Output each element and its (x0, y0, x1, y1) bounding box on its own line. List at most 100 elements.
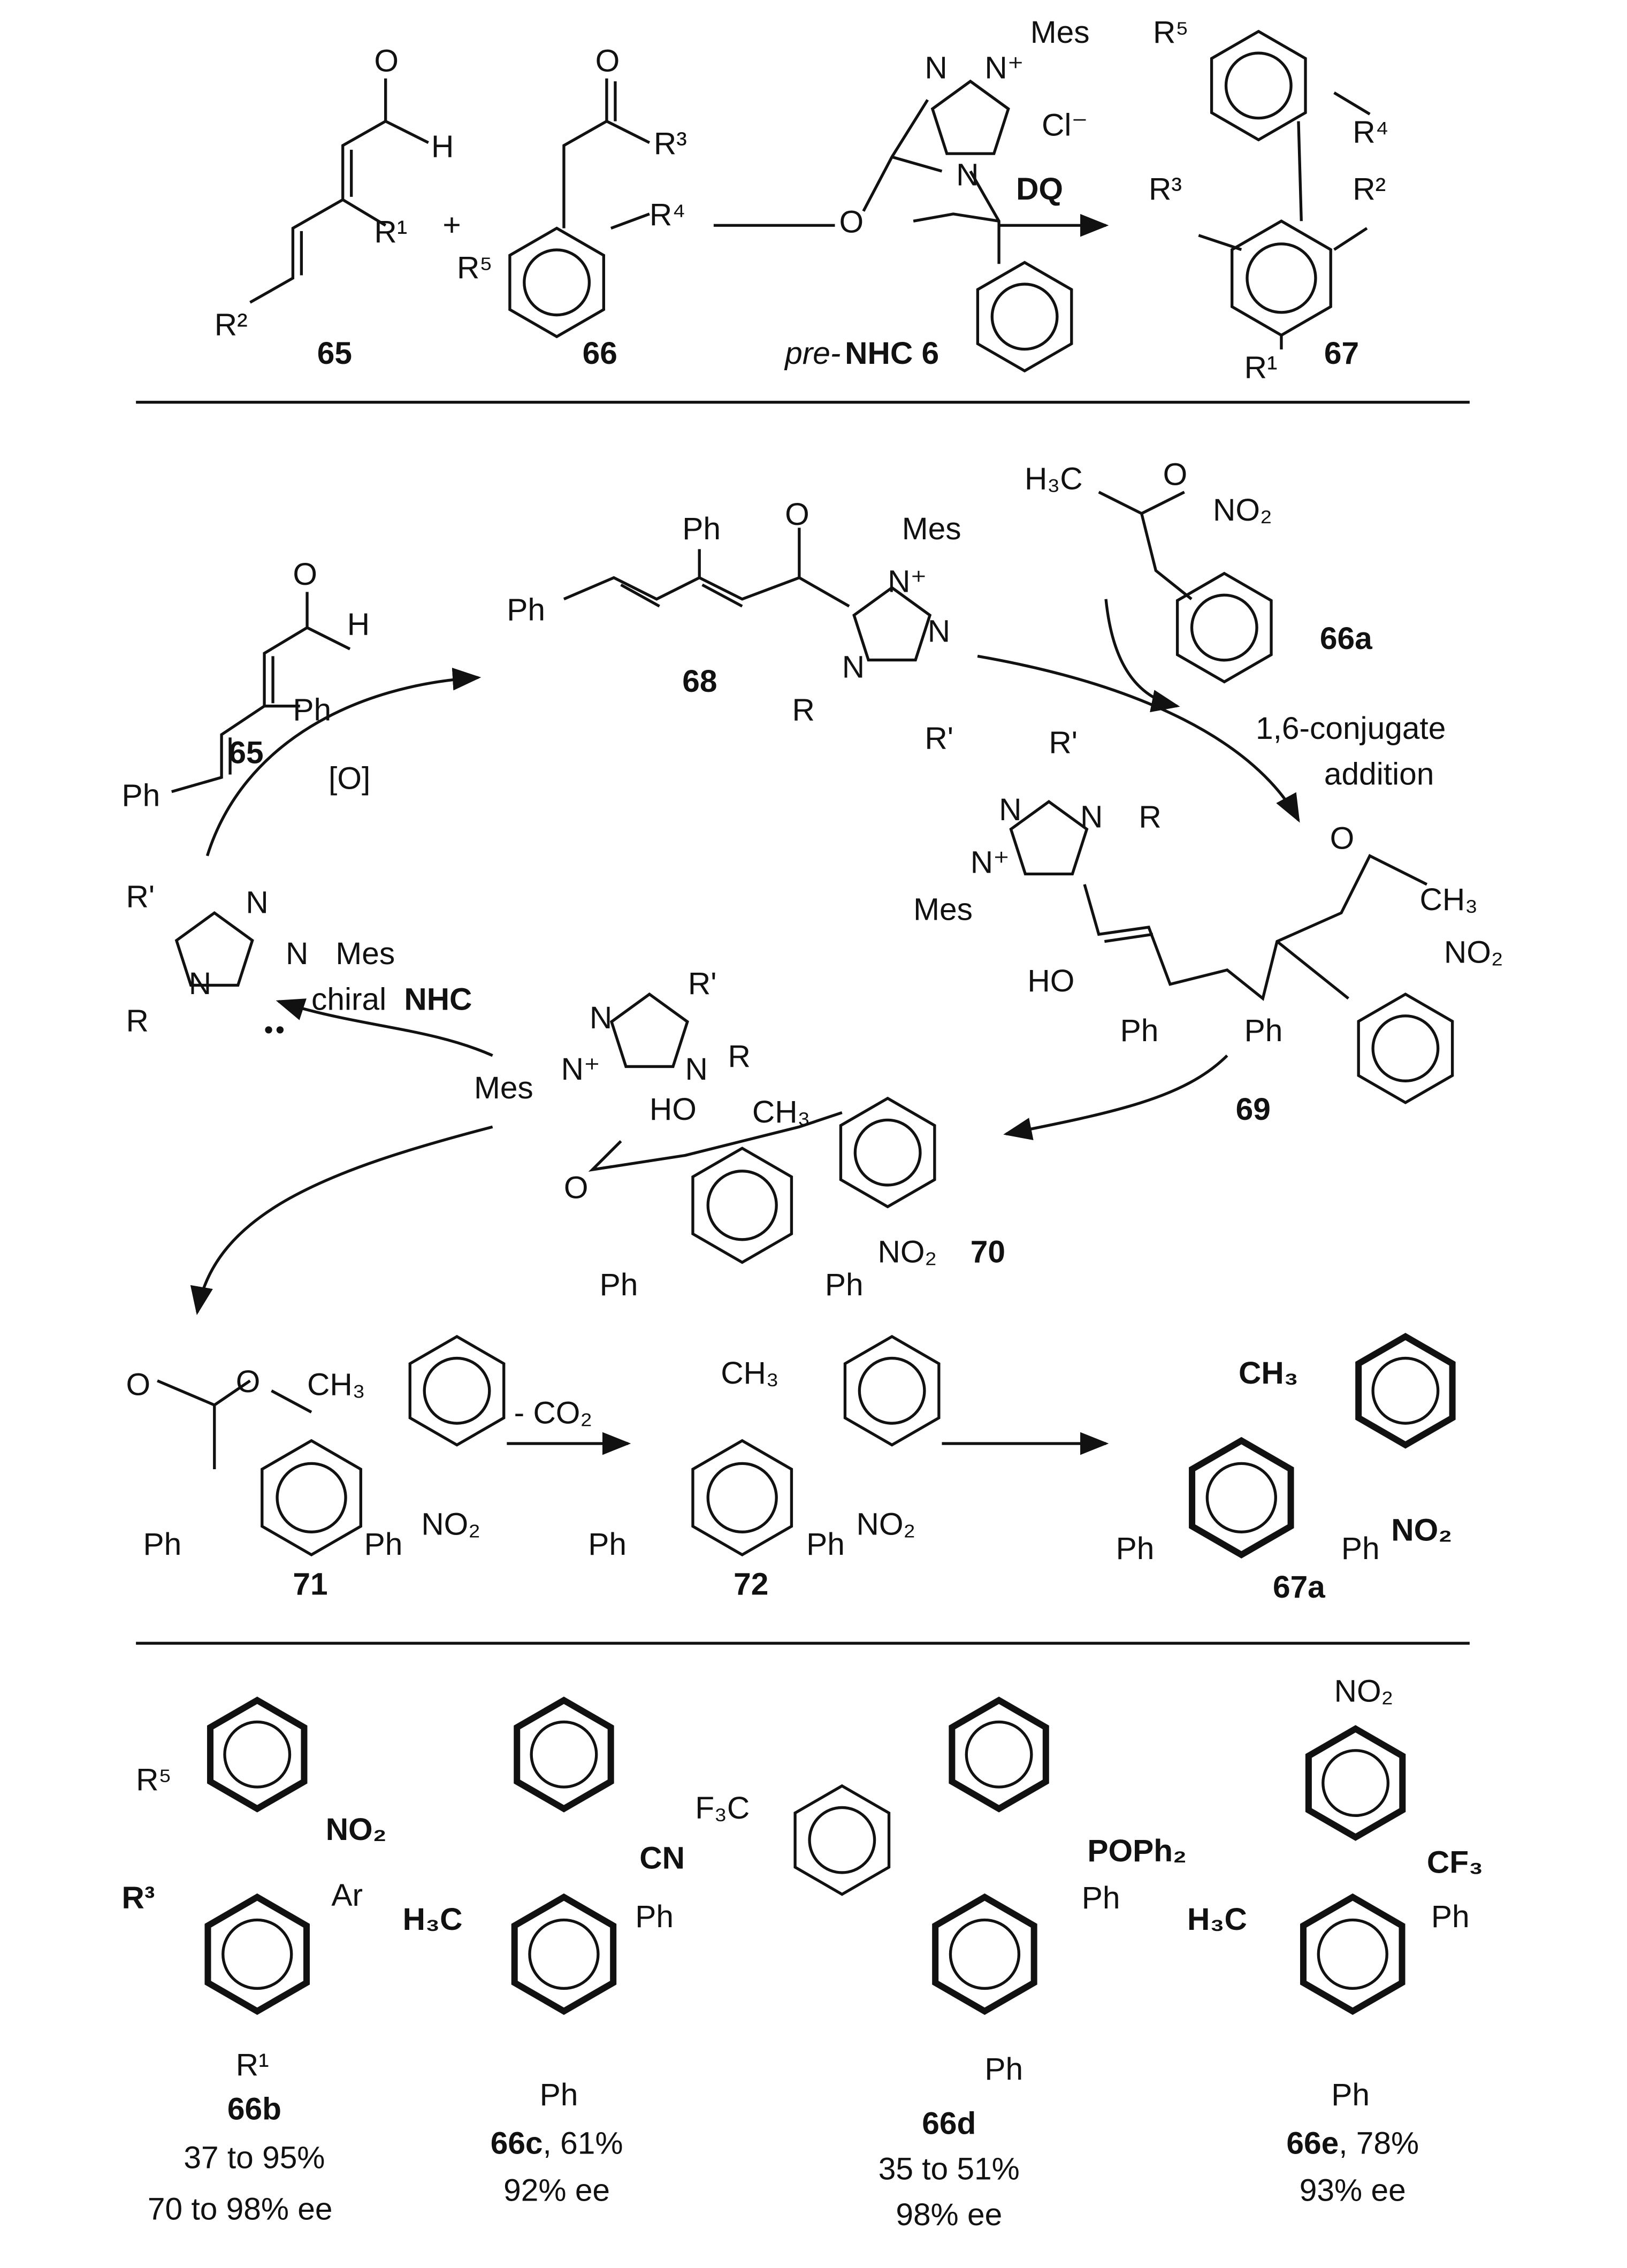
aromatic-circle (853, 1118, 922, 1187)
c65-H: H (431, 129, 454, 164)
nhc-N1: N (246, 885, 268, 920)
ex66d-Ph1: Ph (1082, 1881, 1120, 1915)
nhc6-label: NHC 6 (845, 336, 939, 371)
c70-Mes: Mes (474, 1071, 533, 1105)
benzene-ring (691, 1439, 793, 1557)
ex66b-R1: R¹ (236, 2048, 269, 2082)
c72-CH3: CH₃ (721, 1356, 779, 1391)
nhc-N3: N (189, 966, 211, 1001)
c67-R5: R⁵ (1153, 15, 1189, 50)
example-66c: CN H₃C Ph Ph 66c, 61% 92% ee (403, 1841, 685, 2208)
benzene-ring (691, 1147, 793, 1264)
c71-Ph1: Ph (143, 1527, 181, 1562)
cyc65-Ph2: Ph (121, 778, 160, 813)
nhc-N2: N (286, 936, 308, 971)
c66a-NO2: NO₂ (1213, 493, 1272, 528)
ex66c-ee: 92% ee (503, 2173, 610, 2208)
ex66e-NO2: NO₂ (1334, 1674, 1394, 1709)
c67-label: 67 (1324, 336, 1359, 371)
aromatic-circle (523, 248, 591, 317)
c69-Ph1: Ph (1120, 1013, 1159, 1048)
ex66e-ee: 93% ee (1300, 2173, 1406, 2208)
carbene-lone-pair-2 (276, 1026, 284, 1034)
benzene-ring (976, 261, 1073, 373)
c67a-CH3: CH₃ (1239, 1356, 1298, 1391)
ex66d-F3C: F₃C (695, 1791, 750, 1826)
ex66d-ee: 98% ee (896, 2197, 1002, 2232)
benzene-ring (1189, 1437, 1294, 1559)
c69-N3: N⁺ (971, 845, 1010, 880)
ex66c-label: 66c (491, 2126, 543, 2161)
c67a-Ph2: Ph (1341, 1531, 1380, 1566)
c71-CH3: CH₃ (307, 1367, 365, 1402)
cyc65-O: O (293, 557, 317, 592)
aromatic-circle (808, 1806, 876, 1874)
c69-HO: HO (1027, 964, 1074, 998)
benzene-ring (1355, 1333, 1456, 1449)
benzene-ring (508, 226, 605, 339)
ex66b-label: 66b (227, 2092, 281, 2127)
aromatic-circle (276, 1462, 347, 1533)
c67a-NO2: NO₂ (1391, 1513, 1452, 1547)
ex66c-yield: , 61% (543, 2126, 623, 2161)
c69-O: O (1330, 821, 1355, 856)
nhc-label: NHC (404, 982, 472, 1017)
decarboxylation-label: - CO₂ (514, 1396, 593, 1431)
ex66e-Ph1: Ph (1431, 1899, 1470, 1934)
ex66d-Ph2: Ph (984, 2052, 1023, 2087)
c68-N3: N (842, 650, 865, 684)
benzene-ring (793, 1784, 891, 1896)
c66a-O: O (1163, 457, 1188, 492)
aromatization-sequence: O O CH₃ NO₂ Ph Ph 71 - CO₂ CH₃ NO₂ Ph Ph… (126, 1356, 1452, 1605)
c68-O: O (785, 497, 809, 532)
c68-Ph1: Ph (507, 593, 545, 628)
c69-Ph2: Ph (1244, 1013, 1283, 1048)
cyc65-label: 65 (228, 735, 263, 770)
benzene-ring (261, 1439, 362, 1557)
c72-Ph2: Ph (806, 1527, 845, 1562)
c70-R: R (728, 1039, 751, 1074)
c70-N3: N (685, 1052, 708, 1087)
aromatic-circle (949, 1918, 1021, 1990)
ex66b-Ar: Ar (331, 1878, 363, 1913)
c68-Ph2: Ph (682, 511, 721, 546)
nhc-R: R (126, 1004, 148, 1038)
c67a-label: 67a (1273, 1570, 1325, 1605)
ex66e-label: 66e (1286, 2126, 1339, 2161)
aromatic-circle (858, 1356, 926, 1425)
benzene-ring (839, 1096, 936, 1209)
aromatic-circle (423, 1356, 491, 1425)
c70-Rp: R' (688, 966, 717, 1001)
benzene-ring (1210, 29, 1307, 142)
plus-sign: + (442, 208, 461, 242)
c72-Ph1: Ph (588, 1527, 627, 1562)
triazole-ring (852, 586, 932, 662)
ex66c-H3C: H₃C (403, 1902, 463, 1937)
aromatic-circle (221, 1918, 293, 1990)
c68-N1: N⁺ (888, 564, 927, 599)
benzene-ring (511, 1893, 617, 2015)
aromatic-circle (990, 282, 1059, 351)
c65-label: 65 (317, 336, 352, 371)
c72-NO2: NO₂ (856, 1507, 915, 1542)
aromatic-circle (223, 1720, 292, 1789)
c70-CH3: CH₃ (752, 1095, 811, 1129)
nhc-Mes: Mes (335, 936, 395, 971)
ex66c-caption: 66c, 61% (491, 2126, 623, 2161)
aromatic-circle (1317, 1918, 1388, 1990)
benzene-ring (207, 1696, 308, 1813)
c69-label: 69 (1236, 1092, 1271, 1127)
c66-label: 66 (583, 336, 617, 371)
triazole-ring (174, 911, 254, 987)
benzene-ring (408, 1334, 506, 1447)
ex66e-Ph2: Ph (1331, 2078, 1370, 2112)
aromatic-circle (1224, 51, 1293, 120)
benzene-ring (949, 1696, 1049, 1813)
c70-NO2: NO₂ (877, 1234, 937, 1269)
c68-N2: N (928, 614, 950, 649)
reagent-DQ: DQ (1016, 172, 1063, 207)
step-line-1: 1,6-conjugate (1256, 711, 1446, 746)
c69-CH3: CH₃ (1420, 882, 1478, 917)
ex66b-ee: 70 to 98% ee (148, 2191, 333, 2226)
catalytic-cycle: O H Ph Ph 65 [O] Ph Ph O Mes N⁺ N N R R'… (121, 457, 1503, 1316)
